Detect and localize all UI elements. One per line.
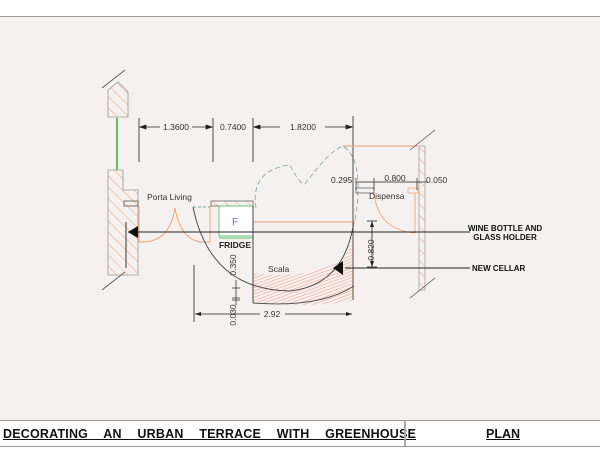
dispensa xyxy=(343,129,436,299)
drawing-sheet xyxy=(0,16,600,421)
dimension-2: 0.7400 xyxy=(220,122,246,132)
dispensa-label: Dispensa xyxy=(369,191,405,201)
porta-living-label: Porta Living xyxy=(147,192,192,202)
spiral-stair xyxy=(192,145,359,305)
project-title: DECORATING AN URBAN TERRACE WITH GREENHO… xyxy=(3,427,417,441)
dimension-8: 0.350 xyxy=(228,254,238,276)
sheet-name: PLAN xyxy=(485,427,521,441)
dimension-7: 0.820 xyxy=(366,239,376,261)
dimension-9: 0.030 xyxy=(228,304,238,326)
dimension-1: 1.3600 xyxy=(163,122,189,132)
scala-label: Scala xyxy=(268,264,290,274)
dimension-3: 1.8200 xyxy=(290,122,316,132)
fridge-label: FRIDGE xyxy=(219,240,251,250)
floor-plan: 1.3600 0.7400 1.8200 Porta Living F FRID… xyxy=(101,69,543,326)
wine-holder-callout-line2: GLASS HOLDER xyxy=(473,233,537,242)
left-wall xyxy=(101,69,139,291)
new-cellar-callout: NEW CELLAR xyxy=(472,264,526,273)
fridge-letter: F xyxy=(232,217,238,228)
title-divider xyxy=(404,421,406,446)
dimension-10: 2.92 xyxy=(264,309,281,319)
right-wall xyxy=(418,145,426,291)
dimension-4: 0.295 xyxy=(331,175,353,185)
dimension-5: 0.800 xyxy=(384,173,406,183)
title-block: DECORATING AN URBAN TERRACE WITH GREENHO… xyxy=(0,420,600,447)
dimension-6: 0.050 xyxy=(426,175,448,185)
porta-living-door xyxy=(138,206,211,243)
wine-holder-callout-line1: WINE BOTTLE AND xyxy=(468,224,543,233)
